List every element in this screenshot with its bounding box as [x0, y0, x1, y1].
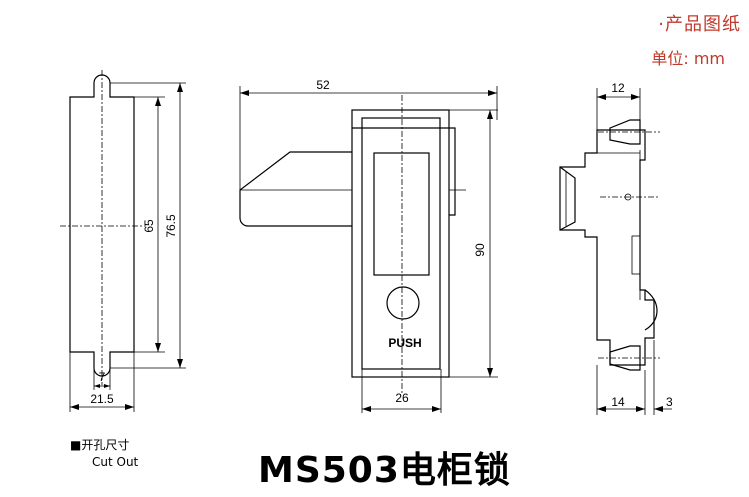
dim-21-5-label: 21.5 — [90, 392, 114, 406]
side-slot — [631, 235, 641, 275]
dim-7-label: 7 — [99, 370, 106, 384]
lock-body-inner — [361, 117, 441, 370]
lock-body-outer — [351, 109, 450, 378]
cutout-label-en: Cut Out — [92, 455, 139, 469]
dim-26-label: 26 — [395, 391, 409, 405]
side-view: 12 14 3 — [559, 81, 673, 415]
drawing-header-title: ·产品图纸 — [658, 14, 741, 35]
dim-14-label: 14 — [611, 395, 625, 409]
product-title: MS503电柜锁 — [258, 450, 511, 491]
push-label: PUSH — [388, 336, 421, 350]
dim-76-5-label: 76.5 — [164, 214, 178, 238]
lock-window — [373, 152, 430, 276]
latch-tongue — [559, 166, 576, 231]
dim-3-label: 3 — [666, 395, 673, 409]
unit-label: 单位: mm — [651, 49, 725, 68]
cutout-label-cn: ■开孔尺寸 — [70, 438, 130, 452]
dim-65-label: 65 — [142, 219, 156, 233]
dim-52-label: 52 — [316, 78, 330, 92]
front-view: PUSH 52 90 26 — [239, 78, 498, 413]
bottom-bolt — [609, 345, 641, 371]
cutout-view: 65 76.5 7 21.5 — [60, 70, 186, 412]
dim-90-label: 90 — [473, 243, 487, 257]
side-button-bulge — [644, 289, 658, 331]
push-button — [386, 286, 420, 320]
back-plate — [352, 127, 456, 216]
lock-handle — [239, 151, 352, 227]
dim-12-label: 12 — [611, 81, 625, 95]
